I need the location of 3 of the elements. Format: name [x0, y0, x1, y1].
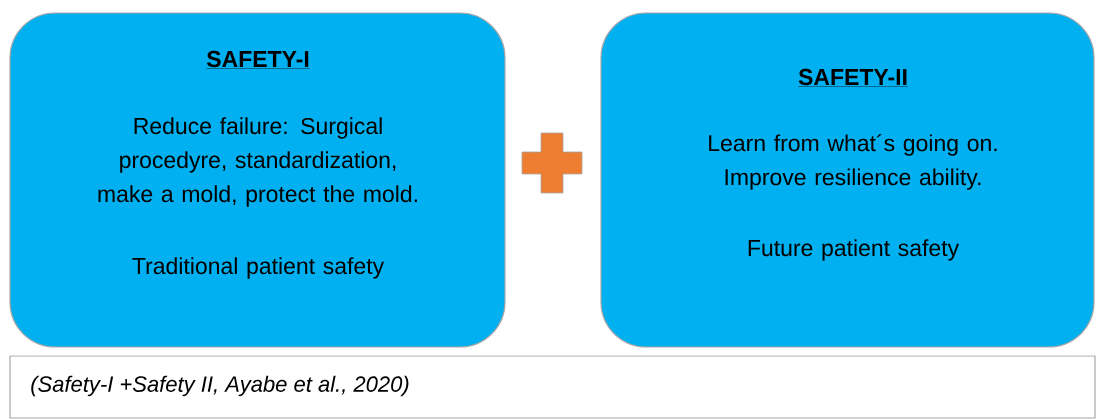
citation-box: (Safety-I +Safety II, Ayabe et al., 2020): [9, 355, 1096, 419]
concept-panel: SAFETY-II Learn from what´s going on. Improve resilience ability. Future patient safety: [600, 12, 1095, 348]
concept-panel: SAFETY-I Reduce failure: Surgical procedyre, standardization, make a mold, protect the mold. Traditional patient safety: [9, 12, 506, 348]
